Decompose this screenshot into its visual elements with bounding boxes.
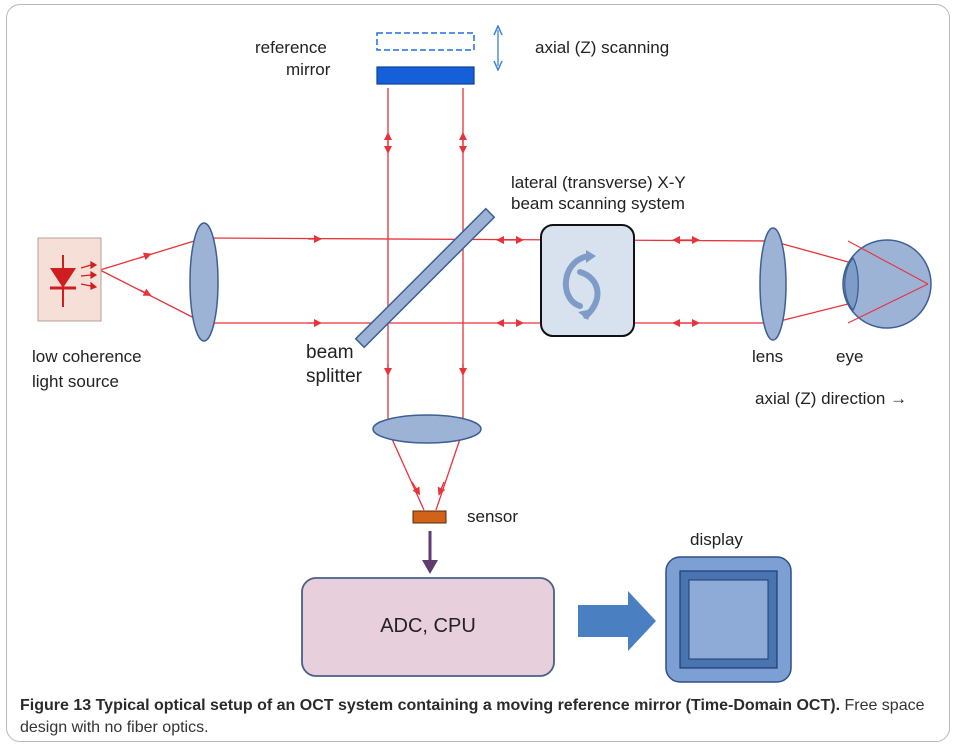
label-source-line1: low coherence	[32, 347, 142, 366]
figure-caption: Figure 13 Typical optical setup of an OC…	[20, 695, 945, 739]
objective-lens	[759, 227, 787, 341]
lateral-scanner	[540, 224, 635, 337]
display-monitor	[665, 556, 792, 683]
label-lens: lens	[752, 347, 783, 366]
mirror-scan-position	[376, 32, 475, 51]
label-beam: beam	[306, 342, 354, 363]
caption-title: Figure 13 Typical optical setup of an OC…	[20, 697, 841, 714]
led-diode-icon	[50, 268, 76, 288]
light-source	[37, 237, 102, 322]
label-lateral-line1: lateral (transverse) X-Y	[511, 173, 686, 192]
beam-splitter	[354, 207, 496, 349]
label-source-line2: light source	[32, 372, 119, 391]
light-beams	[99, 88, 929, 511]
label-sensor: sensor	[467, 507, 518, 526]
label-splitter: splitter	[306, 366, 363, 387]
label-lateral-line2: beam scanning system	[511, 194, 685, 213]
caption-text: Free space design with no fiber optics.	[20, 697, 925, 736]
output-arrow-icon	[578, 591, 656, 651]
mirror-block	[376, 66, 475, 85]
label-eye: eye	[836, 347, 863, 366]
label-mirror: mirror	[286, 60, 331, 79]
sensor-element	[412, 510, 447, 524]
rotation-arrowhead-top	[586, 250, 596, 263]
rotation-arrowhead-bottom	[578, 309, 592, 320]
signal-arrow	[422, 531, 438, 574]
label-axial-scanning: axial (Z) scanning	[535, 38, 669, 57]
adc-cpu-box	[301, 577, 555, 677]
beam-arrows	[139, 132, 700, 496]
sensor-lens	[372, 414, 482, 444]
eye-model	[842, 239, 932, 329]
label-adc-cpu: ADC, CPU	[380, 615, 476, 637]
label-display: display	[690, 530, 743, 549]
reference-mirror	[376, 30, 498, 85]
label-reference: reference	[255, 38, 327, 57]
label-axial-direction: axial (Z) direction →	[755, 389, 907, 408]
collimating-lens	[189, 222, 219, 342]
